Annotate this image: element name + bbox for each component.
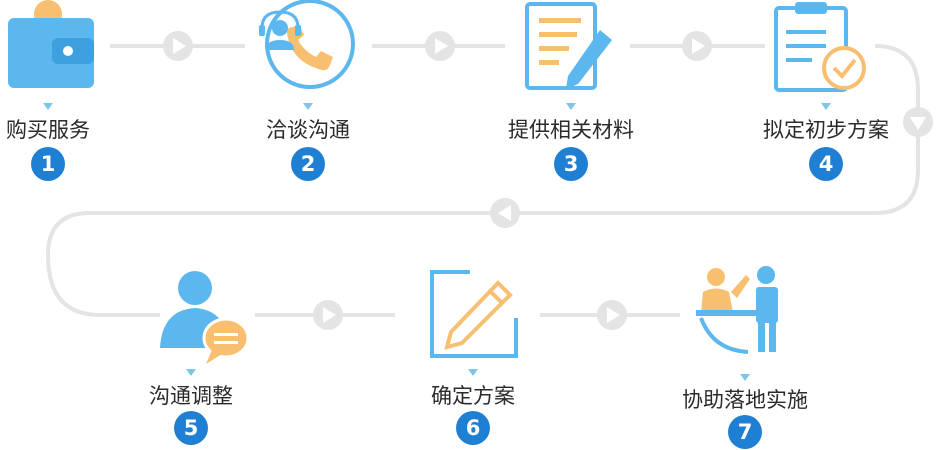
wallet-icon: [8, 0, 94, 88]
user-chat-icon: [160, 271, 250, 364]
step-label: 确定方案: [431, 384, 515, 408]
clipboard-check-icon: [774, 2, 866, 92]
step-number-badge: 2: [291, 147, 325, 181]
arrow-right-icon: [163, 31, 193, 61]
step-number-badge: 5: [174, 411, 208, 445]
service-desk-icon: [696, 266, 778, 354]
arrow-right-icon: [597, 300, 627, 330]
marker-1: [43, 103, 53, 110]
marker-6: [468, 369, 478, 376]
step-number-badge: 6: [456, 411, 490, 445]
step-number-badge: 3: [554, 147, 588, 181]
step-markers: [43, 103, 831, 381]
document-pen-icon: [525, 2, 612, 90]
step-label: 拟定初步方案: [763, 118, 889, 142]
arrow-right-icon: [313, 300, 343, 330]
marker-3: [566, 103, 576, 110]
step-label: 提供相关材料: [508, 118, 634, 142]
arrow-down-icon: [903, 107, 933, 137]
step-label: 洽谈沟通: [266, 118, 350, 142]
marker-5: [186, 369, 196, 376]
connector-lines: [45, 44, 920, 317]
step-label: 购买服务: [6, 118, 90, 142]
arrow-right-icon: [425, 31, 455, 61]
connector-4-5-loop: [45, 44, 920, 317]
step-label: 协助落地实施: [682, 388, 808, 412]
marker-4: [821, 103, 831, 110]
customer-service-phone-icon: [259, 0, 355, 89]
arrow-left-icon: [490, 198, 520, 228]
step-label: 沟通调整: [149, 384, 233, 408]
marker-2: [303, 103, 313, 110]
step-number-badge: 4: [809, 147, 843, 181]
arrow-nodes: [163, 31, 933, 330]
step-number-badge: 7: [728, 415, 762, 449]
edit-pencil-icon: [430, 270, 518, 358]
arrow-right-icon: [682, 31, 712, 61]
marker-7: [740, 374, 750, 381]
step-number-badge: 1: [31, 147, 65, 181]
